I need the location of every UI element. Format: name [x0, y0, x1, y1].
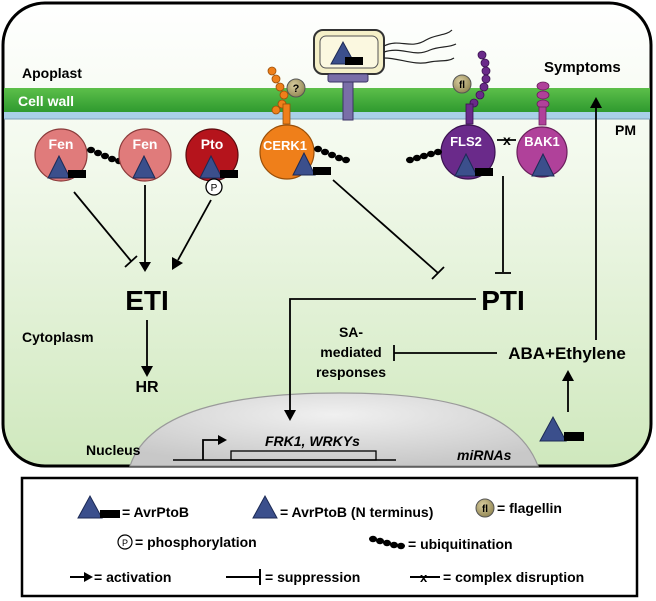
avrptob-secreted: [330, 40, 363, 65]
pti-node: PTI: [481, 285, 525, 316]
legend-suppression-icon: [226, 569, 261, 585]
secretion-system: [327, 73, 369, 121]
avrptob-cytoplasm: [539, 415, 567, 442]
bak1-transmembrane: [538, 106, 547, 126]
avrptob-fls2: [454, 152, 478, 177]
symptoms-label: Symptoms: [544, 59, 621, 76]
legend-avrptob: = AvrPtoB: [122, 504, 189, 520]
avrptob-tail-fen1: [68, 170, 86, 178]
bak1-extracellular-beads: [536, 81, 550, 109]
flagellin-ligand-label: fl: [459, 80, 465, 91]
cerk1-ligand: [286, 78, 306, 98]
cerk1-ligand-label: ?: [293, 83, 300, 95]
fen-label-1: Fen: [49, 136, 74, 152]
avrptob-tail-cerk1: [313, 167, 331, 175]
flagellin-ligand: [452, 74, 472, 94]
nucleus: [129, 392, 539, 467]
avrptob-n-fen2: [132, 154, 156, 179]
legend-avrptob-n-icon: [252, 494, 278, 519]
ubiquitin-chain-fls2: [406, 148, 442, 164]
legend-activation: = activation: [94, 569, 171, 585]
legend-phospho-icon-label: P: [122, 538, 128, 548]
ubiquitin-chain-cerk1: [314, 145, 350, 164]
cerk1-transmembrane: [282, 103, 291, 125]
gene-diagram: [173, 435, 396, 461]
legend-suppression: = suppression: [265, 569, 360, 585]
cell-wall-band: [4, 88, 650, 112]
phospho-marker: [205, 178, 223, 196]
legend-disruption: = complex disruption: [443, 569, 584, 585]
genes-label: FRK1, WRKYs: [265, 433, 360, 449]
legend-ubiquitination: = ubiquitination: [408, 536, 513, 552]
legend-phosphorylation: = phosphorylation: [135, 534, 257, 550]
bak1-label: BAK1: [524, 134, 559, 149]
hr-node: HR: [135, 379, 159, 396]
bak1-receptor: [516, 126, 568, 178]
eti-node: ETI: [125, 285, 169, 316]
fls2-extracellular-beads: [469, 50, 491, 108]
fls2-label: FLS2: [450, 134, 482, 149]
legend-disruption-icon: x: [420, 570, 428, 585]
complex-disruption-mark: x: [503, 132, 511, 148]
sa-node-line1: SA-: [339, 324, 363, 340]
legend-activation-icon: [70, 572, 93, 582]
phospho-marker-label: P: [211, 183, 218, 194]
legend-avrptob-n: = AvrPtoB (N terminus): [280, 504, 433, 520]
sa-node-line2: mediated: [320, 344, 381, 360]
apoplast-label: Apoplast: [22, 65, 82, 81]
pm-label: PM: [615, 122, 636, 138]
cerk1-label: CERK1: [263, 138, 307, 153]
fen-receptor-2: [118, 128, 172, 182]
fen-label-2: Fen: [133, 136, 158, 152]
avrptob-cerk1: [292, 151, 316, 176]
legend-flagellin: = flagellin: [497, 500, 562, 516]
avrptob-n-fen1: [47, 154, 71, 179]
legend-phospho-icon: [117, 534, 133, 550]
cell-wall-label: Cell wall: [18, 93, 74, 109]
avrptob-n-bak1: [531, 152, 555, 177]
cerk1-extracellular-beads: [267, 66, 289, 115]
legend-flagellin-icon: [475, 498, 495, 518]
cytoplasm-label: Cytoplasm: [22, 329, 94, 345]
avrptob-pto: [199, 154, 223, 179]
fen-receptor-1: [34, 128, 88, 182]
legend-avrptob-icon: [77, 494, 120, 519]
nucleus-label: Nucleus: [86, 442, 141, 458]
avrptob-tail-pto: [220, 170, 238, 178]
avrptob-tail-fls2: [475, 168, 493, 176]
legend-ubiquitin-icon: [369, 535, 405, 550]
aba-ethylene-node: ABA+Ethylene: [508, 344, 626, 363]
plasma-membrane-band: [4, 112, 650, 119]
pto-label: Pto: [201, 136, 224, 152]
fls2-transmembrane: [465, 103, 474, 125]
pathway-edges: [73, 108, 597, 412]
mirnas-label: miRNAs: [457, 447, 512, 463]
avrptob-tail-cytoplasm: [564, 432, 584, 441]
legend-flagellin-icon-label: fl: [482, 504, 488, 515]
sa-node-line3: responses: [316, 364, 386, 380]
arrow-heads: [139, 97, 602, 421]
